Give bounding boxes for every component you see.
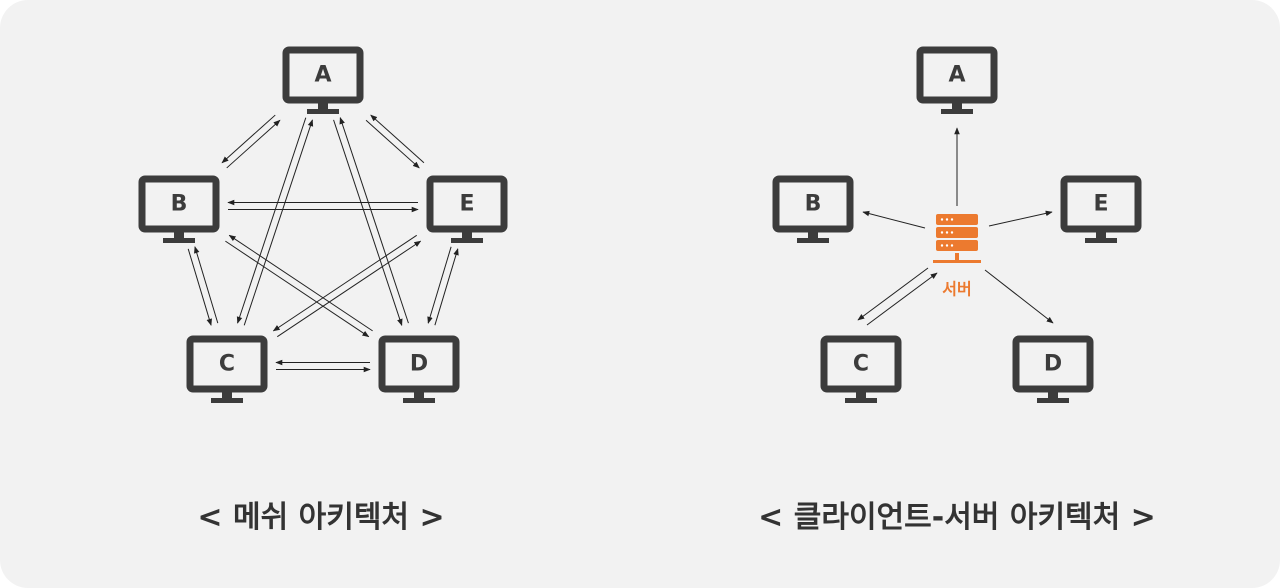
monitor-stand — [414, 392, 424, 399]
monitor-icon — [426, 175, 508, 233]
mesh-link-A-E-forward — [365, 119, 420, 169]
monitor-stand — [318, 103, 328, 110]
monitor-icon — [1012, 335, 1094, 393]
mesh-link-A-B-forward — [221, 114, 276, 164]
mesh-link-D-E-backward — [427, 246, 452, 324]
mesh-architecture: A B C D E — [138, 46, 508, 403]
mesh-link-B-C-forward — [187, 248, 212, 326]
monitor-base — [941, 109, 973, 114]
mesh-node-D: D — [378, 335, 460, 403]
server-to-C-arrow — [857, 267, 929, 321]
mesh-node-E: E — [426, 175, 508, 243]
monitor-label: A — [948, 63, 965, 88]
monitor-label: E — [1093, 192, 1108, 217]
monitor-icon — [772, 175, 854, 233]
mesh-link-B-D-forward — [225, 240, 370, 338]
monitor-label: B — [171, 192, 188, 217]
mesh-link-C-E-forward — [276, 240, 422, 338]
server-unit — [936, 227, 978, 238]
server-base — [933, 260, 981, 263]
server-led — [950, 231, 954, 234]
mesh-link-A-D-backward — [339, 117, 409, 324]
client-server-architecture: 서버 A B C D E — [772, 46, 1142, 403]
monitor-stand — [462, 232, 472, 239]
mesh-link-D-E-forward — [434, 248, 459, 326]
mesh-links — [187, 114, 459, 373]
mesh-node-B: B — [138, 175, 220, 243]
mesh-node-C: C — [186, 335, 268, 403]
monitor-base — [451, 238, 483, 243]
monitor-stand — [222, 392, 232, 399]
monitor-base — [845, 398, 877, 403]
client-node-C: C — [820, 335, 902, 403]
server-led — [945, 231, 949, 234]
monitor-icon — [820, 335, 902, 393]
server-label: 서버 — [942, 280, 971, 299]
client-server-architecture-caption: < 클라이언트-서버 아키텍처 > — [758, 500, 1156, 535]
server-unit — [936, 240, 978, 251]
monitor-base — [1037, 398, 1069, 403]
server-led — [940, 244, 944, 247]
client-node-E: E — [1060, 175, 1142, 243]
mesh-link-C-E-backward — [272, 234, 418, 332]
server-led — [945, 218, 949, 221]
monitor-label: D — [410, 352, 428, 377]
mesh-link-A-C-forward — [236, 117, 307, 324]
monitor-base — [163, 238, 195, 243]
mesh-link-A-D-forward — [333, 119, 403, 326]
monitor-base — [1085, 238, 1117, 243]
mesh-node-A: A — [282, 46, 364, 114]
monitor-stand — [952, 103, 962, 110]
monitor-base — [211, 398, 243, 403]
monitor-icon — [138, 175, 220, 233]
server-unit — [936, 214, 978, 225]
monitor-base — [403, 398, 435, 403]
server-connector — [955, 253, 959, 260]
mesh-link-A-B-backward — [226, 119, 281, 169]
server-led — [950, 244, 954, 247]
monitor-stand — [808, 232, 818, 239]
C-to-server-arrow — [866, 272, 938, 326]
monitor-icon — [282, 46, 364, 104]
mesh-link-B-D-backward — [228, 234, 373, 332]
server-to-D-arrow — [984, 269, 1054, 324]
mesh-link-A-E-backward — [370, 114, 425, 164]
mesh-link-B-C-backward — [194, 246, 219, 324]
server-to-B-arrow — [862, 210, 926, 229]
monitor-icon — [1060, 175, 1142, 233]
server-to-E-arrow — [988, 210, 1053, 227]
monitor-label: D — [1044, 352, 1062, 377]
server-led — [950, 218, 954, 221]
client-node-A: A — [916, 46, 998, 114]
monitor-stand — [174, 232, 184, 239]
monitor-icon — [186, 335, 268, 393]
client-node-D: D — [1012, 335, 1094, 403]
monitor-label: C — [219, 352, 235, 377]
monitor-label: A — [314, 63, 331, 88]
mesh-architecture-caption: < 메쉬 아키텍처 > — [197, 500, 445, 535]
monitor-base — [797, 238, 829, 243]
server-stack-icon — [933, 214, 981, 263]
monitor-label: B — [805, 192, 822, 217]
monitor-label: E — [459, 192, 474, 217]
mesh-link-A-C-backward — [243, 119, 314, 326]
monitor-stand — [1048, 392, 1058, 399]
client-server-links — [857, 127, 1054, 326]
monitor-icon — [916, 46, 998, 104]
monitor-label: C — [853, 352, 869, 377]
server-led — [940, 231, 944, 234]
server-led — [940, 218, 944, 221]
client-node-B: B — [772, 175, 854, 243]
monitor-base — [307, 109, 339, 114]
monitor-stand — [856, 392, 866, 399]
monitor-icon — [378, 335, 460, 393]
server-led — [945, 244, 949, 247]
monitor-stand — [1096, 232, 1106, 239]
